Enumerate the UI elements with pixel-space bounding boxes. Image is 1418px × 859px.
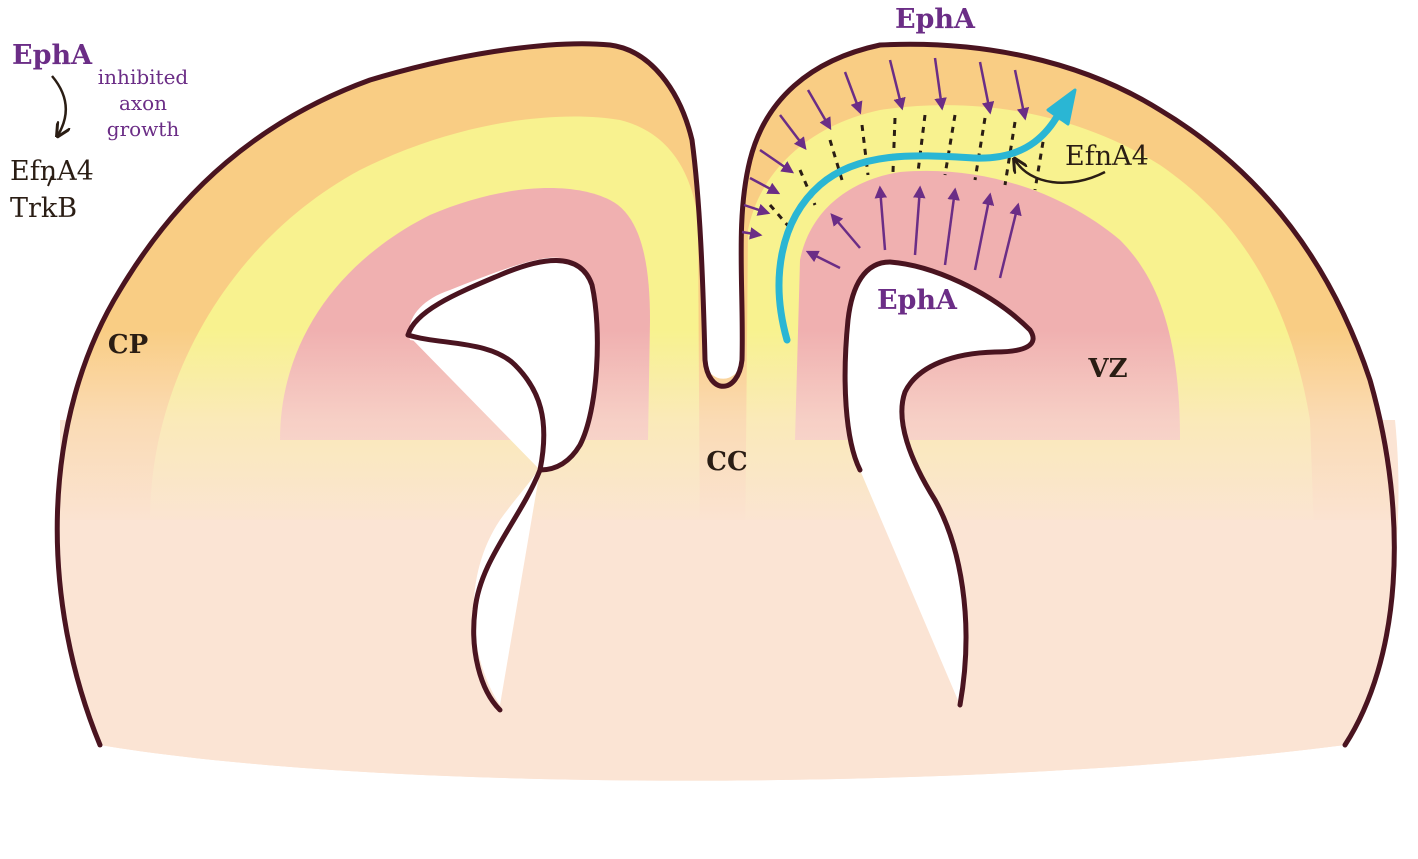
tissue-fade	[57, 330, 1395, 530]
epha-arrows-inner	[805, 185, 1022, 279]
legend-trkb-label: TrkB	[10, 193, 77, 224]
cp-label: CP	[108, 330, 148, 360]
legend-arrow	[51, 75, 66, 135]
brain-outline	[54, 41, 1397, 748]
dashed-lines	[768, 114, 1047, 229]
legend-inhibited-line2: axon	[119, 91, 167, 115]
top-epha-label: EphA	[895, 4, 976, 35]
axon-path	[775, 104, 1066, 344]
cc-label: CC	[706, 447, 747, 477]
legend-inhibited-line3: growth	[107, 117, 180, 141]
legend-tick	[47, 175, 53, 187]
axon-arrowhead	[1046, 88, 1077, 126]
inner-epha-label: EphA	[877, 285, 958, 316]
legend-efna4-label: EfnA4	[10, 156, 94, 187]
epha-arrows-outer	[741, 57, 1030, 240]
vz-label: VZ	[1087, 354, 1127, 384]
efna4-pointer	[1015, 160, 1106, 184]
legend-epha-label: EphA	[12, 40, 93, 71]
efna4-label: EfnA4	[1065, 141, 1149, 172]
legend-inhibited-line1: inhibited	[98, 65, 189, 89]
